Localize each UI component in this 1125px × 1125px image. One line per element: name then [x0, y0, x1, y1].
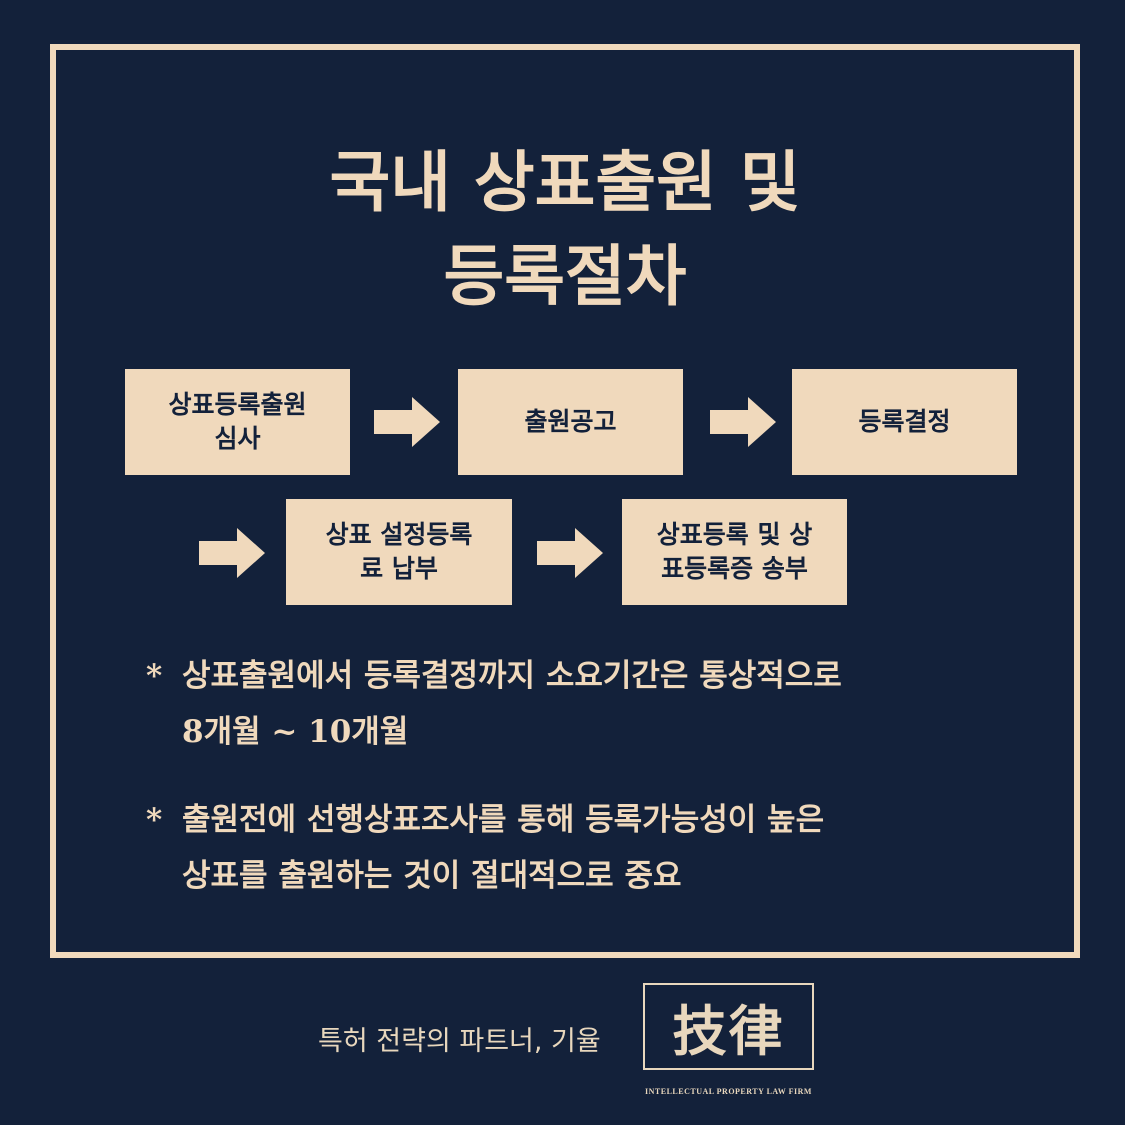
title-line-1: 국내 상표출원 및 [329, 143, 801, 221]
note-line: 출원전에 선행상표조사를 통해 등록가능성이 높은 [182, 802, 825, 838]
asterisk-icon: * [146, 658, 163, 694]
content-frame: 국내 상표출원 및 등록절차 [50, 44, 1080, 958]
step-application-examination: 상표등록출원 심사 [125, 369, 350, 475]
note-line: 상표출원에서 등록결정까지 소요기간은 통상적으로 [182, 658, 842, 694]
footer-slogan: 특허 전략의 파트너, 기율 [318, 1026, 601, 1057]
asterisk-icon: * [146, 802, 163, 838]
step-certificate-delivery: 상표등록 및 상 표등록증 송부 [622, 499, 847, 605]
arrow-right-icon [374, 397, 440, 447]
firm-logo-subtitle: INTELLECTUAL PROPERTY LAW FIRM [645, 1087, 812, 1096]
arrow-right-icon [537, 528, 603, 578]
step-registration-decision: 등록결정 [792, 369, 1017, 475]
title-line-2: 등록절차 [443, 237, 687, 315]
firm-logo: 技律 [643, 983, 814, 1070]
arrow-right-icon [710, 397, 776, 447]
step-registration-fee-payment: 상표 설정등록 료 납부 [286, 499, 512, 605]
note-line: 8개월 ~ 10개월 [182, 714, 409, 750]
note-line: 상표를 출원하는 것이 절대적으로 중요 [182, 858, 682, 894]
arrow-right-icon [199, 528, 265, 578]
step-publication: 출원공고 [458, 369, 683, 475]
